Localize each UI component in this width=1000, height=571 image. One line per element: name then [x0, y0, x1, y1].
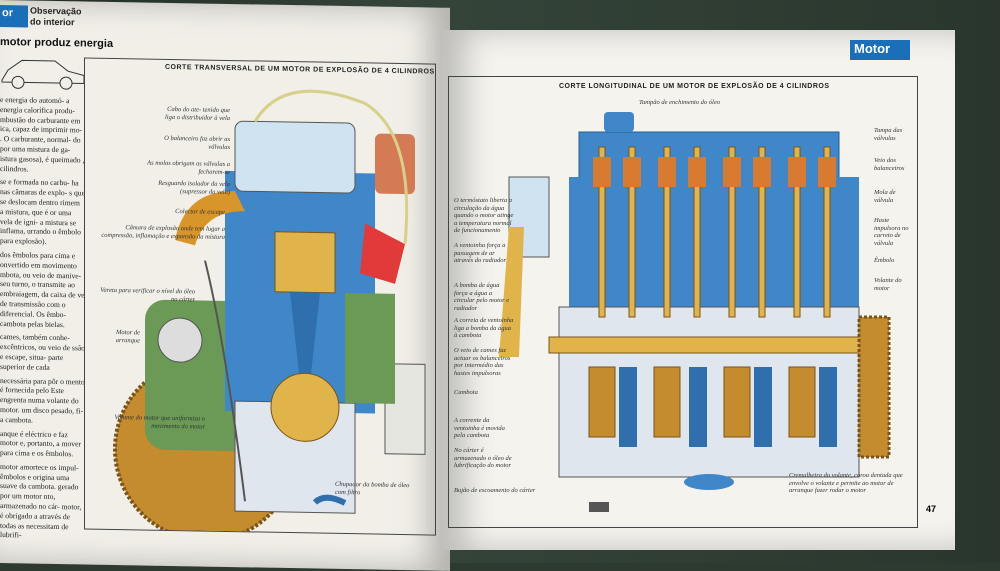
left-page: or Observação do interior motor produz e… [0, 0, 450, 571]
label-piston: Êmbolo [874, 257, 895, 264]
label-sump: No cárter é armazenado o óleo de lubrifi… [454, 447, 512, 469]
longitudinal-engine-illustration [499, 112, 891, 512]
label-ring-gear: Cremalheira do volante, coroa dentada qu… [789, 472, 903, 494]
label-starter-motor: Motor de arranque [115, 329, 140, 344]
transverse-engine-illustration [113, 89, 426, 535]
label-timing-chain: A corrente da ventoinha é movida pela ca… [454, 417, 505, 439]
label-valve-cover: Tampa das válvulas [874, 127, 903, 142]
left-page-title: motor produz energia [0, 36, 114, 50]
section-tag-left: or [0, 5, 28, 28]
label-crankshaft: Cambota [454, 389, 478, 396]
label-thermostat: O termóstato liberta a circulação da águ… [454, 197, 514, 234]
body-paragraph: cames, também conhe- excêntricos, ou vei… [0, 332, 85, 372]
body-paragraph: se e formada no carbu- ha nas câmaras de… [0, 177, 85, 246]
label-flywheel-right: Volante do motor [874, 277, 902, 292]
label-pushrod: Haste impulsora no carreto de válvula [874, 217, 909, 247]
label-spark-plug-shield: Resguardo isolador da vela (supressor da… [158, 179, 230, 196]
label-oil-pickup: Chupador da bomba de óleo com filtro [335, 480, 410, 496]
section-subtitle-line-1: Observação [30, 5, 82, 17]
label-oil-filler-cap: Tampão de enchimento do óleo [639, 99, 720, 106]
body-paragraph: e energia do automó- a energia calorífic… [0, 95, 85, 174]
label-exhaust-manifold: Colector de escape [175, 208, 225, 216]
body-paragraph: anque é eléctrico e faz motor e, portant… [0, 428, 81, 459]
label-rocker: O balanceiro faz abrir as válvulas [164, 134, 230, 151]
label-water-pump: A bomba de água força a água a circular … [454, 282, 510, 312]
page-number: 47 [926, 504, 937, 514]
longitudinal-diagram-title: CORTE LONGITUDINAL DE UM MOTOR DE EXPLOS… [559, 83, 830, 90]
body-paragraph: dos êmbolos para cima e onvertido em mov… [0, 249, 85, 329]
left-body-text: e energia do automó- a energia calorífic… [0, 95, 85, 546]
label-drain-plug: Bujão de escoamento do cárter [454, 487, 536, 494]
label-combustion-chamber: Câmara de explosão onde tem lugar a comp… [101, 224, 225, 241]
section-tag-right: Motor [850, 40, 910, 60]
longitudinal-diagram-frame: CORTE LONGITUDINAL DE UM MOTOR DE EXPLOS… [448, 76, 918, 528]
label-valve-spring: Mola de válvula [874, 189, 896, 204]
label-fan-belt: A correia de ventoinha liga a bomba da á… [454, 317, 514, 339]
section-subtitle: Observação do interior [30, 6, 82, 29]
label-valve-springs: As molas obrigam as válvulas a fecharem-… [147, 159, 230, 176]
section-subtitle-line-2: do interior [30, 16, 75, 28]
label-rocker-shaft: Veio dos balanceiros [874, 157, 905, 172]
car-icon [1, 59, 85, 90]
body-paragraph: motor amortece os impul- êmbolos e origi… [0, 461, 82, 540]
transverse-diagram-frame: CORTE TRANSVERSAL DE UM MOTOR DE EXPLOSÃ… [84, 57, 436, 536]
label-fan: A ventoinha força a passagem de ar atrav… [454, 242, 506, 264]
right-page: Motor CORTE LONGITUDINAL DE UM MOTOR DE … [440, 30, 955, 550]
label-dipstick: Vareta para verificar o nível do óleo no… [100, 286, 195, 303]
label-camshaft: O veio de cames faz actuar os balanceiro… [454, 347, 511, 377]
body-paragraph: necessária para pôr o mento é fornecida … [0, 375, 85, 425]
label-flywheel: Volante do motor que uniformiza o movime… [114, 413, 205, 431]
label-ignition-cable: Cabo do ate- tenido que liga o distribui… [165, 105, 230, 122]
